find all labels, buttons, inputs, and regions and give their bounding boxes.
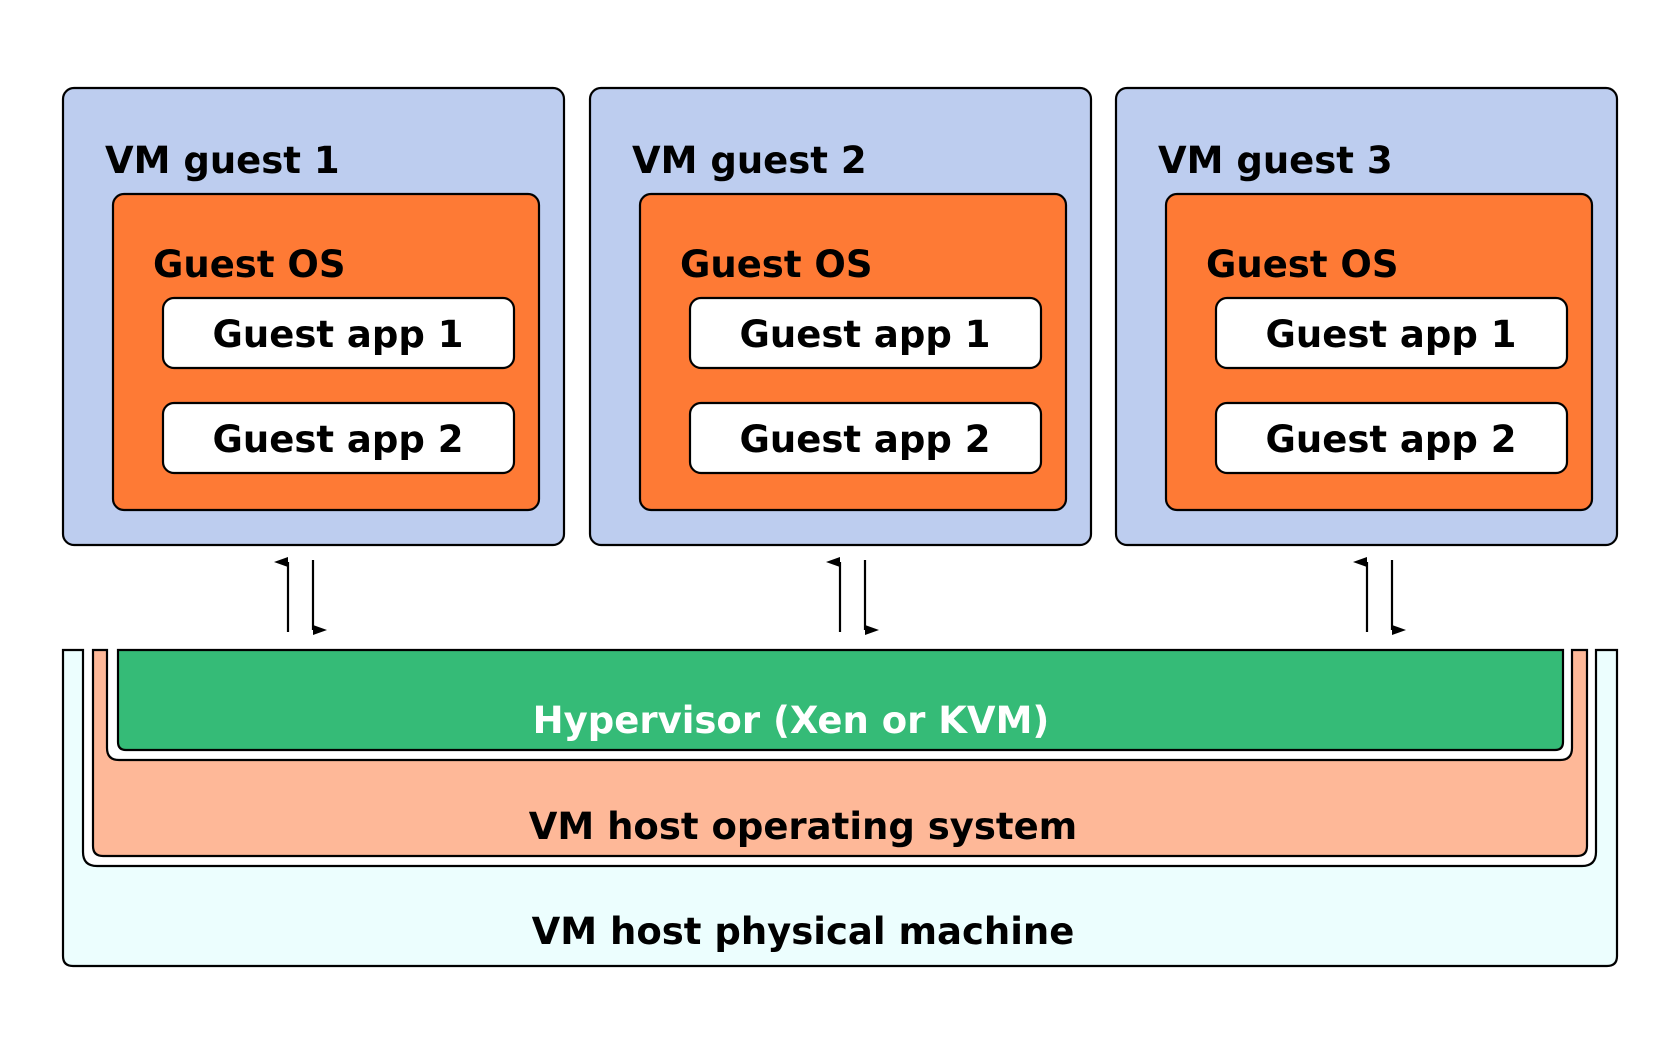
host-operating-system: VM host operating system	[91, 648, 1589, 858]
connector-arrows-2	[826, 557, 879, 635]
guest-app-label: Guest app 1	[740, 313, 991, 356]
guest-os-label: Guest OS	[1206, 243, 1399, 286]
guest-app-label: Guest app 1	[213, 313, 464, 356]
guest-app-box	[161, 296, 516, 370]
host-physical-machine: VM host physical machine	[61, 648, 1619, 968]
vm-guest-2: VM guest 2 Guest OS Guest app 1 Guest ap…	[588, 86, 1093, 547]
guest-app-label: Guest app 2	[1266, 418, 1517, 461]
vm-guest-title: VM guest 1	[105, 139, 340, 182]
vm-guest-title: VM guest 2	[632, 139, 867, 182]
guest-app-box	[161, 401, 516, 475]
connector-arrows-1	[274, 557, 327, 635]
guest-app-box	[688, 296, 1043, 370]
vm-guest-3: VM guest 3 Guest OS Guest app 1 Guest ap…	[1114, 86, 1619, 547]
connector-arrows-3	[1353, 557, 1406, 635]
hypervisor: Hypervisor (Xen or KVM)	[116, 648, 1565, 752]
guest-app-label: Guest app 1	[1266, 313, 1517, 356]
vm-guest-title: VM guest 3	[1158, 139, 1393, 182]
guest-os-label: Guest OS	[153, 243, 346, 286]
guest-app-label: Guest app 2	[740, 418, 991, 461]
guest-os-label: Guest OS	[680, 243, 873, 286]
host-physical-machine-label: VM host physical machine	[532, 910, 1075, 953]
host-physical-machine-frame	[61, 648, 1619, 968]
guest-app-label: Guest app 2	[213, 418, 464, 461]
vm-guest-1: VM guest 1 Guest OS Guest app 1 Guest ap…	[61, 86, 566, 547]
guest-app-box	[1214, 401, 1569, 475]
hypervisor-label: Hypervisor (Xen or KVM)	[533, 699, 1050, 742]
host-operating-system-label: VM host operating system	[529, 805, 1077, 848]
hypervisor-box	[116, 648, 1565, 752]
host-operating-system-frame	[91, 648, 1589, 858]
guest-app-box	[1214, 296, 1569, 370]
guest-app-box	[688, 401, 1043, 475]
